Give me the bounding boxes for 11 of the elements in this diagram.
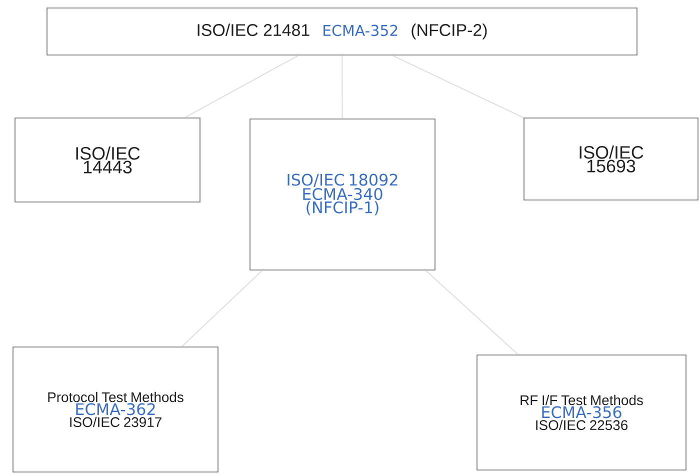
connector-line bbox=[392, 54, 524, 118]
standard-box: ISO/IEC 21481 ECMA-352 (NFCIP-2) bbox=[46, 8, 638, 56]
standard-box: ISO/IEC 18092 ECMA-340 (NFCIP-1) bbox=[250, 118, 436, 270]
standard-box: RF I/F Test Methods ECMA-356 ISO/IEC 22536 bbox=[476, 354, 686, 470]
connector-line bbox=[342, 54, 343, 120]
connector-line bbox=[425, 270, 519, 356]
connector-line bbox=[181, 270, 263, 348]
connector-line bbox=[184, 54, 299, 118]
standard-box: Protocol Test Methods ECMA-362 ISO/IEC 23917 bbox=[12, 346, 218, 472]
standard-box: ISO/IEC 14443 bbox=[14, 118, 200, 202]
standard-box: ISO/IEC 15693 bbox=[524, 118, 698, 200]
